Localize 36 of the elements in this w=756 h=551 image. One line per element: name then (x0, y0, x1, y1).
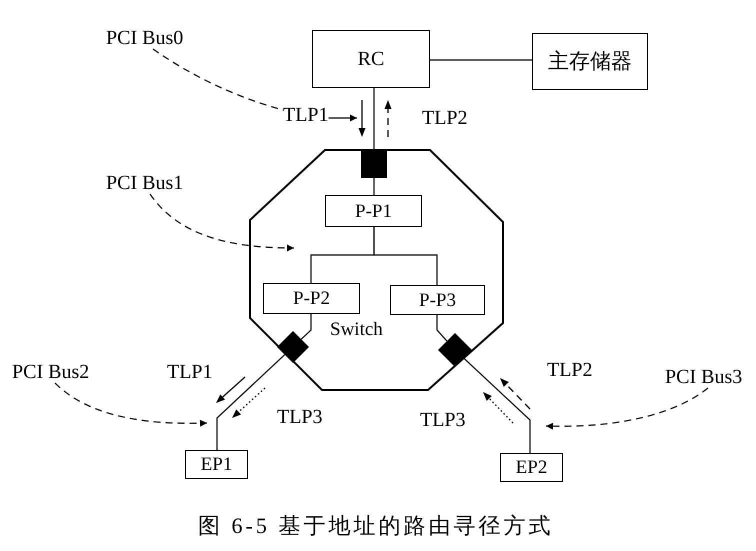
arrow-label: TLP3 (277, 406, 323, 428)
callout-label: PCI Bus2 (12, 361, 90, 383)
connector-line (436, 315, 448, 342)
component-box: P-P3 (390, 285, 485, 315)
callout-label: PCI Bus3 (665, 366, 742, 388)
callout-label: PCI Bus1 (106, 172, 184, 194)
arrow-label: TLP1 (167, 361, 213, 383)
callout-label: TLP1 (283, 104, 329, 126)
diamond-port-icon (277, 331, 309, 363)
component-box: EP1 (185, 450, 248, 479)
component-box: EP2 (500, 453, 563, 482)
diamond-port-icon (438, 333, 472, 367)
component-box: RC (312, 30, 430, 88)
leader-line (546, 388, 708, 430)
component-box: P-P1 (325, 195, 422, 227)
octagon-frame (250, 150, 503, 390)
connector-line (463, 358, 531, 453)
leader-line (152, 48, 284, 111)
connector-line (430, 59, 532, 61)
arrow-label: TLP2 (422, 107, 468, 129)
arrow-label: TLP3 (420, 409, 466, 431)
leader-line (150, 194, 294, 252)
node-label: Switch (330, 319, 383, 341)
callout-label: PCI Bus0 (106, 27, 184, 49)
component-box: P-P2 (263, 283, 360, 314)
figure-caption: 图 6-5 基于地址的路由寻径方式 (198, 513, 554, 539)
component-box: 主存储器 (532, 33, 648, 90)
connector-line (373, 227, 438, 285)
connector-line (216, 354, 286, 450)
leader-line (54, 382, 208, 427)
connector-line (300, 314, 312, 340)
arrow-label: TLP2 (547, 359, 593, 381)
connector-line (373, 178, 375, 195)
leader-line (328, 114, 357, 122)
connector-line (373, 88, 375, 150)
square-port-icon (361, 150, 387, 178)
